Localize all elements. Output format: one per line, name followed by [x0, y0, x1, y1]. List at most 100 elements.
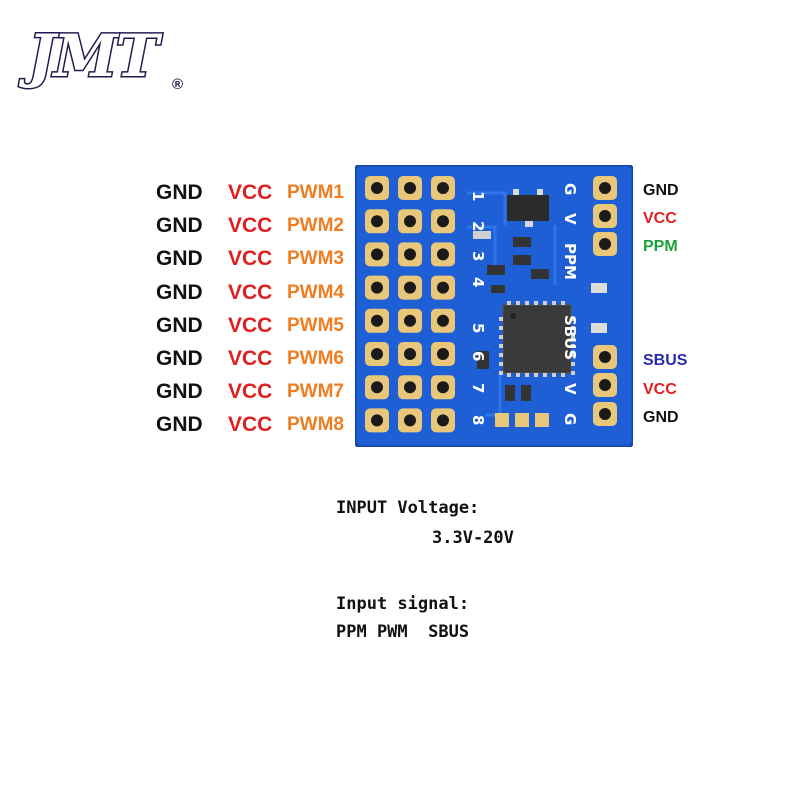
gnd-label-6: GND	[156, 347, 203, 370]
chip-pin	[561, 373, 565, 377]
receiver-pad-bottom-3-hole	[599, 408, 611, 420]
chip-pin	[507, 301, 511, 305]
vcc-label-4: VCC	[228, 281, 273, 304]
receiver-pad-bottom-1-hole	[599, 351, 611, 363]
header-pad-r2-c2-hole	[404, 215, 416, 228]
registered-mark: ®	[172, 76, 184, 93]
silk-7: 7	[469, 383, 487, 393]
pwm-label-3: PWM3	[287, 248, 344, 269]
header-pad-r4-c2-hole	[404, 281, 416, 294]
silk-ppm: PPM	[561, 243, 579, 280]
silk-v-top: V	[561, 213, 579, 225]
gnd-label-8: GND	[156, 413, 203, 436]
silk-8: 8	[469, 415, 487, 425]
chip-pin	[552, 301, 556, 305]
input-signal-values: PPM PWM SBUS	[336, 622, 470, 642]
chip-pin	[525, 373, 529, 377]
vcc-label-5: VCC	[228, 314, 273, 337]
chip-pin	[571, 353, 575, 357]
regulator-chip	[507, 195, 549, 221]
gnd-label-4: GND	[156, 281, 203, 304]
vcc-label-7: VCC	[228, 380, 273, 403]
right-gnd-label-top: GND	[643, 182, 679, 199]
header-pad-r7-c2-hole	[404, 381, 416, 394]
gnd-label-1: GND	[156, 181, 203, 204]
chip-pin	[499, 371, 503, 375]
header-pad-r5-c3-hole	[437, 314, 449, 327]
silk-3: 3	[469, 251, 487, 261]
silk-g-top: G	[561, 183, 579, 195]
header-pad-r8-c2-hole	[404, 414, 416, 427]
pwm-label-8: PWM8	[287, 414, 344, 435]
silk-sbus: SBUS	[561, 315, 579, 360]
chip-pin	[571, 326, 575, 330]
chip-pin	[516, 373, 520, 377]
vcc-label-3: VCC	[228, 247, 273, 270]
ppm-label: PPM	[643, 238, 678, 255]
pwm-header-pads	[365, 176, 455, 433]
vcc-label-2: VCC	[228, 214, 273, 237]
header-pad-r4-c1-hole	[371, 281, 383, 294]
chip-pin	[499, 362, 503, 366]
header-pad-r3-c2-hole	[404, 248, 416, 261]
header-pad-r6-c1-hole	[371, 348, 383, 360]
header-pad-r7-c3-hole	[437, 381, 449, 394]
chip-pin	[499, 317, 503, 321]
brand-logo-text: JMT	[27, 21, 161, 92]
chip-pin	[499, 335, 503, 339]
silk-4: 4	[469, 277, 487, 287]
chip-pin	[507, 373, 511, 377]
pwm-label-7: PWM7	[287, 381, 344, 402]
sbus-label: SBUS	[643, 352, 688, 369]
chip-pin	[571, 335, 575, 339]
pwm-label-1: PWM1	[287, 182, 344, 203]
brand-logo: JMT ®	[22, 18, 188, 98]
receiver-header-pads	[593, 176, 617, 426]
input-voltage-label: INPUT Voltage:	[336, 498, 480, 518]
silk-g-bottom: G	[561, 413, 579, 425]
header-pad-r2-c3-hole	[437, 215, 449, 228]
right-gnd-label-bottom: GND	[643, 409, 679, 426]
chip-pin	[571, 317, 575, 321]
gnd-label-5: GND	[156, 314, 203, 337]
chip-pin	[571, 371, 575, 375]
pcb-substrate	[355, 165, 633, 447]
header-pad-r8-c3-hole	[437, 414, 449, 427]
receiver-pad-top-3-hole	[599, 238, 611, 250]
chip-pin	[525, 301, 529, 305]
chip-pin1-dot	[510, 313, 516, 319]
chip-pin	[561, 301, 565, 305]
chip-pin	[499, 353, 503, 357]
right-vcc-label-top: VCC	[643, 210, 677, 227]
pwm-label-5: PWM5	[287, 315, 344, 336]
input-signal-label: Input signal:	[336, 594, 470, 614]
header-pad-r6-c2-hole	[404, 348, 416, 360]
chip-pin	[534, 373, 538, 377]
chip-pin	[499, 326, 503, 330]
chip-pin	[571, 362, 575, 366]
receiver-pad-top-1-hole	[599, 182, 611, 194]
input-voltage-value: 3.3V-20V	[432, 528, 514, 548]
header-pad-r5-c2-hole	[404, 314, 416, 327]
right-vcc-label-bottom: VCC	[643, 381, 677, 398]
pwm-label-2: PWM2	[287, 215, 344, 236]
receiver-pad-bottom-2-hole	[599, 379, 611, 391]
header-pad-r1-c1-hole	[371, 182, 383, 194]
pcb-board: 1 2 3 4 5 6 7 8 G V PPM SBUS V G	[355, 165, 633, 447]
silkscreen: 1 2 3 4 5 6 7 8 G V PPM SBUS V G	[469, 183, 579, 425]
receiver-pad-top-2-hole	[599, 210, 611, 222]
vcc-label-8: VCC	[228, 413, 273, 436]
chip-pin	[534, 301, 538, 305]
chip-pin	[571, 344, 575, 348]
header-pad-r2-c1-hole	[371, 215, 383, 228]
silk-v-bottom: V	[561, 383, 579, 395]
pwm-label-6: PWM6	[287, 348, 344, 369]
gnd-label-3: GND	[156, 247, 203, 270]
header-pad-r3-c3-hole	[437, 248, 449, 261]
header-pad-r8-c1-hole	[371, 414, 383, 427]
header-pad-r4-c3-hole	[437, 281, 449, 294]
vcc-label-1: VCC	[228, 181, 273, 204]
pwm-label-4: PWM4	[287, 282, 344, 303]
silk-2: 2	[469, 221, 487, 231]
vcc-label-6: VCC	[228, 347, 273, 370]
